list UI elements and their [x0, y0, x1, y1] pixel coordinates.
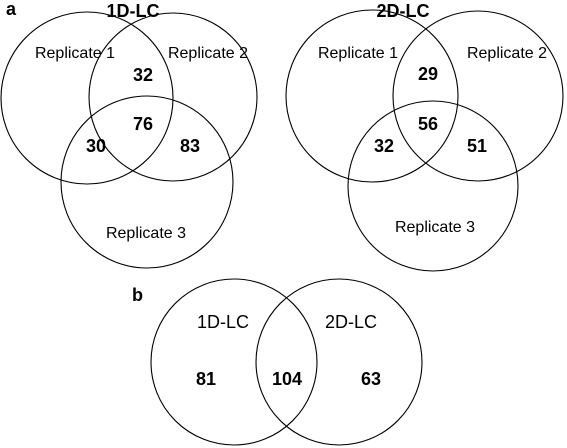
venn-2d-circle-replicate-3 [347, 100, 519, 272]
venn-2d-count-r1-r3: 32 [374, 136, 394, 156]
venn-2d-label-replicate-1: Replicate 1 [318, 45, 398, 62]
venn-1d-lc: 1D-LC Replicate 1 Replicate 2 Replicate … [0, 1, 258, 269]
venn-1d-circle-replicate-1 [0, 11, 174, 185]
venn-2d-lc: 2D-LC Replicate 1 Replicate 2 Replicate … [285, 1, 564, 272]
venn-2d-circle-replicate-2 [392, 10, 564, 182]
venn-2d-label-replicate-2: Replicate 2 [467, 45, 547, 62]
venn-1d-count-r2-r3: 83 [180, 136, 200, 156]
panel-b-label: b [132, 285, 143, 305]
venn-1d-label-replicate-2: Replicate 2 [168, 45, 248, 62]
venn-1d-label-replicate-1: Replicate 1 [35, 45, 115, 62]
venn-1d-count-all: 76 [133, 114, 153, 134]
venn-2d-title: 2D-LC [377, 1, 430, 21]
venn-b-count-shared: 104 [272, 369, 302, 389]
venn-1d-count-r1-r3: 30 [86, 136, 106, 156]
panel-a-label: a [6, 0, 17, 19]
venn-1d-label-replicate-3: Replicate 3 [106, 225, 186, 242]
venn-2d-count-r2-r3: 51 [467, 136, 487, 156]
venn-b-circle-2d-lc [255, 278, 423, 446]
venn-2d-label-replicate-3: Replicate 3 [395, 219, 475, 236]
venn-1d-title: 1D-LC [107, 1, 160, 21]
venn-b: 1D-LC 2D-LC 81 104 63 [150, 278, 423, 446]
venn-1d-circle-replicate-3 [60, 95, 234, 269]
venn-b-circle-1d-lc [150, 278, 318, 446]
venn-2d-circle-replicate-1 [285, 9, 459, 183]
venn-1d-circle-replicate-2 [88, 12, 258, 182]
venn-b-label-2d-lc: 2D-LC [325, 312, 377, 332]
venn-b-count-2d-only: 63 [361, 369, 381, 389]
venn-b-count-1d-only: 81 [196, 369, 216, 389]
venn-b-label-1d-lc: 1D-LC [197, 312, 249, 332]
venn-2d-count-all: 56 [418, 114, 438, 134]
venn-1d-count-r1-r2: 32 [133, 65, 153, 85]
venn-2d-count-r1-r2: 29 [418, 64, 438, 84]
